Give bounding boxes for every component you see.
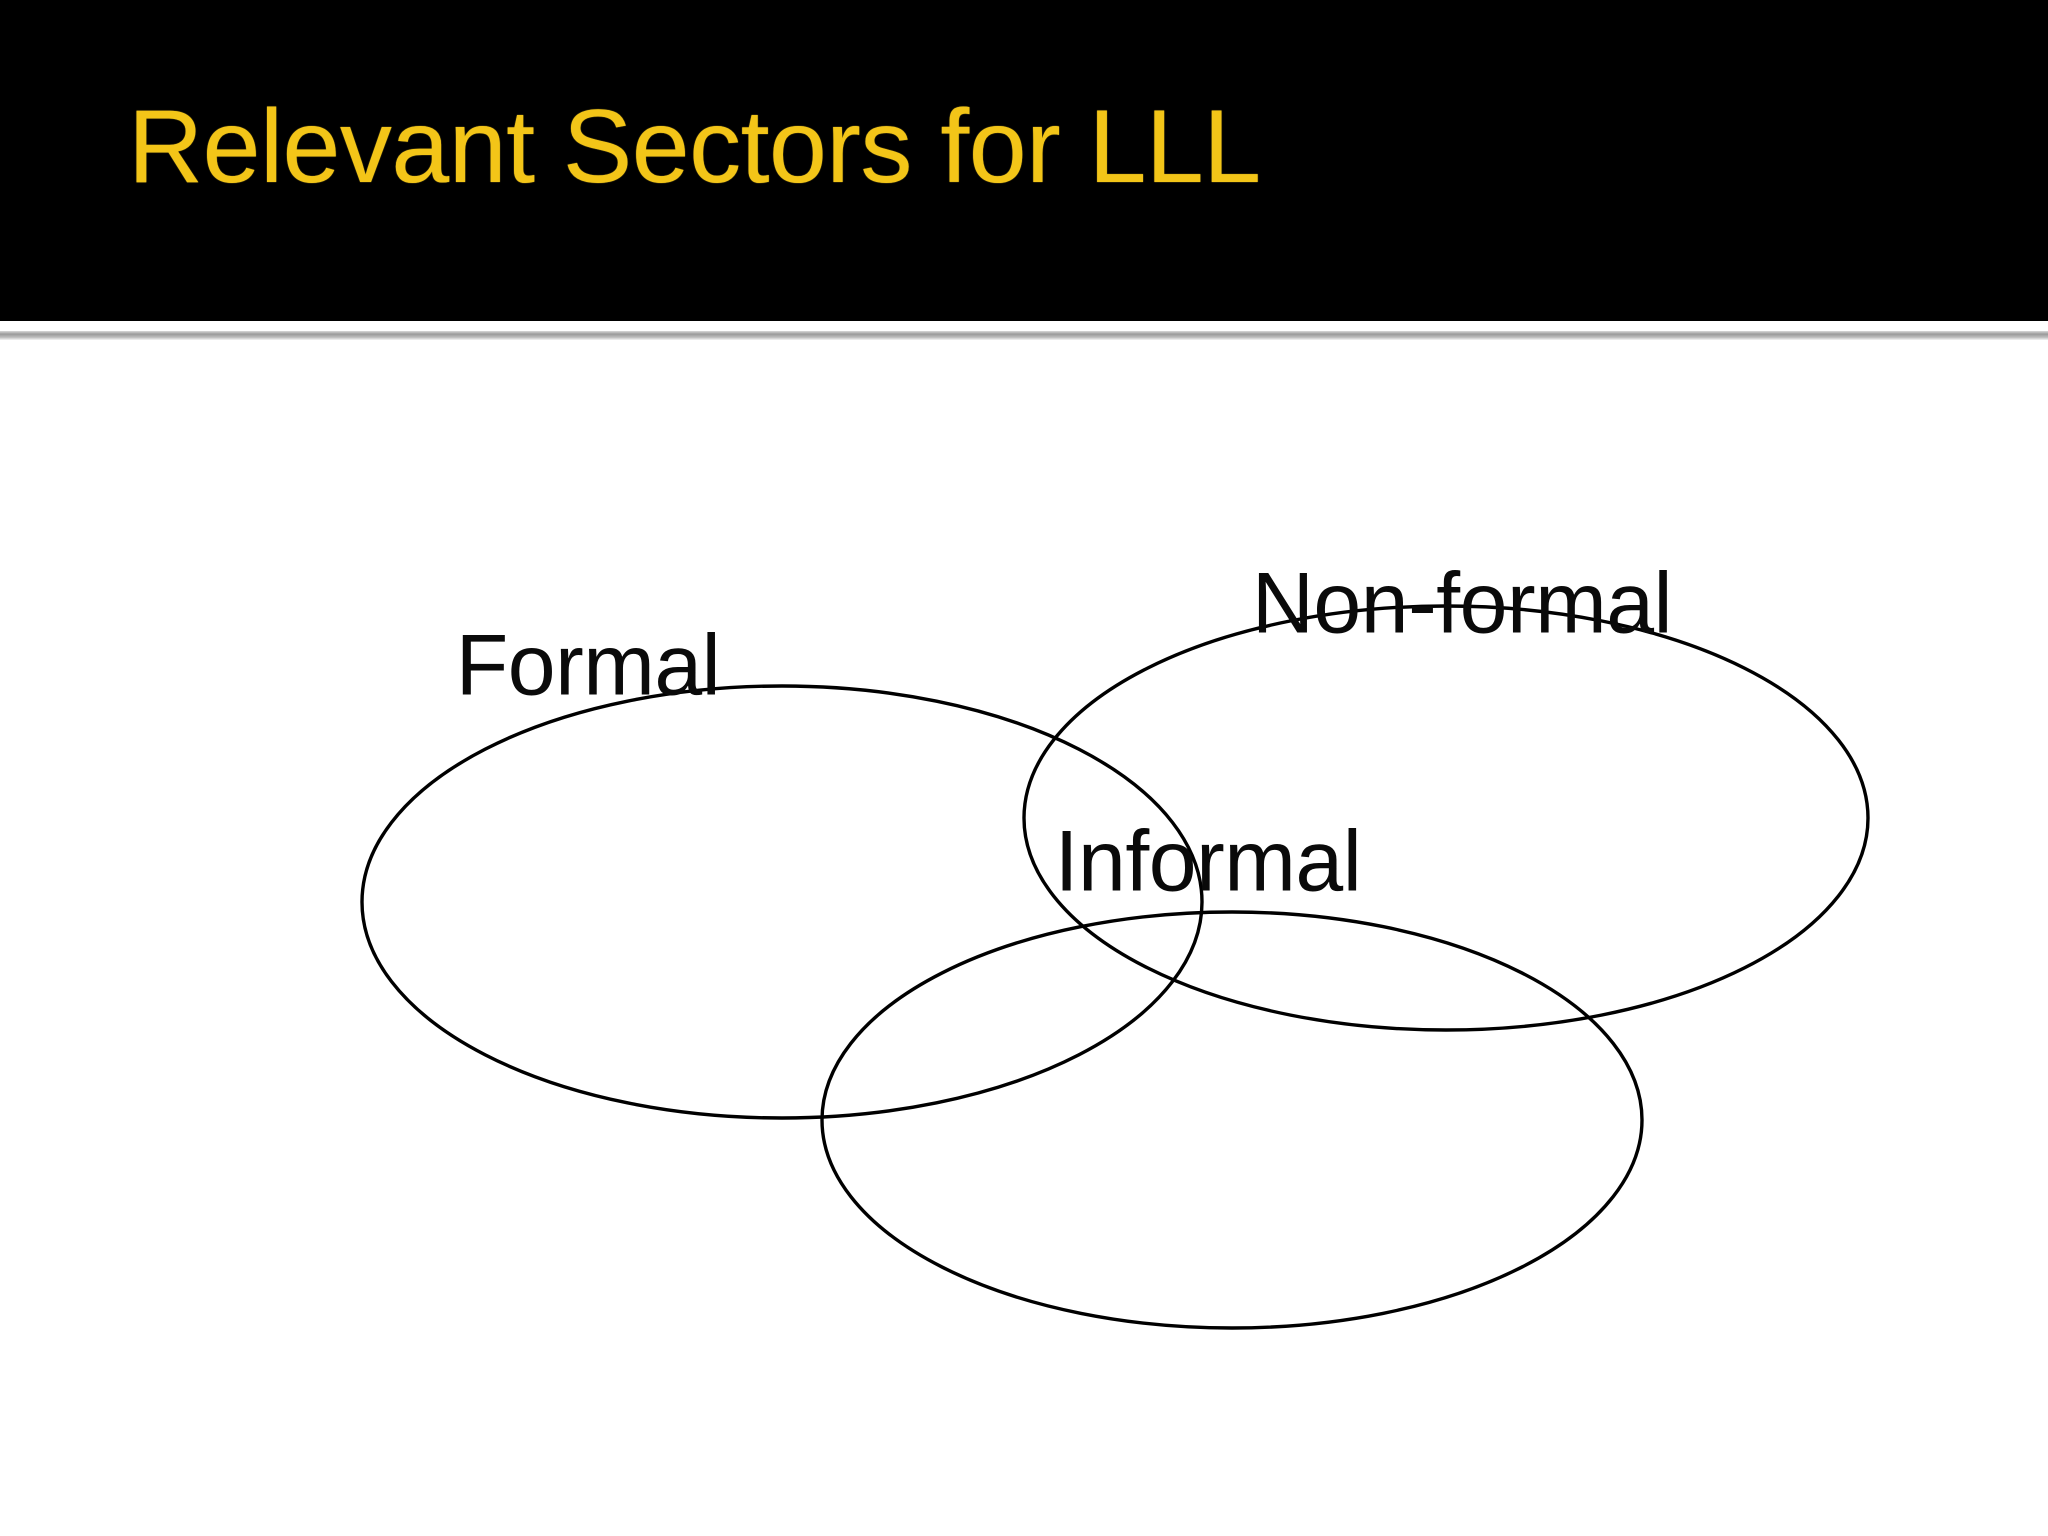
venn-diagram: Formal Non-formal Informal xyxy=(0,340,2048,1536)
venn-ellipse-informal[interactable] xyxy=(820,910,1644,1330)
title-divider xyxy=(0,331,2048,340)
title-bar-gap xyxy=(0,321,2048,333)
title-bar: Relevant Sectors for LLL xyxy=(0,0,2048,321)
venn-label-formal: Formal xyxy=(456,618,721,714)
venn-ellipse-formal[interactable] xyxy=(360,684,1204,1120)
venn-label-informal: Informal xyxy=(1055,814,1362,910)
page-title: Relevant Sectors for LLL xyxy=(128,89,1261,205)
venn-ellipse-non-formal[interactable] xyxy=(1022,604,1870,1032)
venn-diagram-svg: Formal Non-formal Informal xyxy=(360,556,1870,1330)
venn-label-non-formal: Non-formal xyxy=(1252,556,1672,652)
